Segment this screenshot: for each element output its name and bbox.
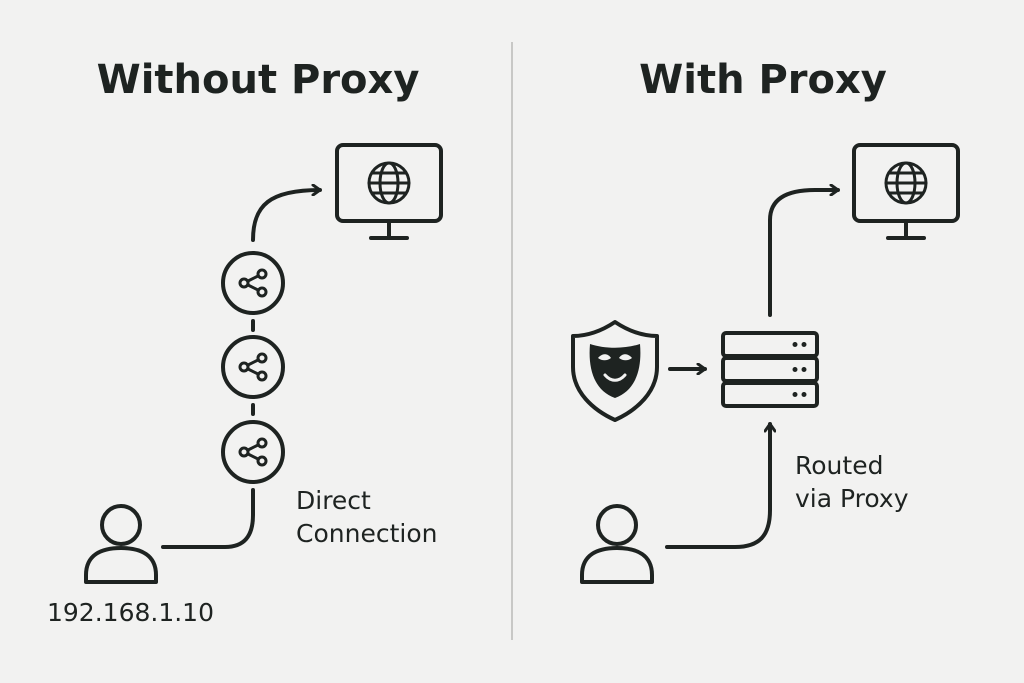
left-panel: Without Proxy (47, 57, 443, 627)
left-panel-title: Without Proxy (97, 57, 420, 103)
masked-shield-icon (571, 320, 659, 422)
share-node-icon (221, 420, 285, 484)
direct-connection-line (161, 488, 255, 549)
right-panel-title: With Proxy (639, 57, 887, 103)
user-ip-address: 192.168.1.10 (47, 598, 214, 627)
direct-arrow-to-target (251, 190, 322, 242)
user-icon (580, 504, 654, 584)
server-stack-icon (721, 331, 819, 408)
globe-monitor-icon (852, 143, 960, 240)
proxy-arrow-to-target (768, 190, 840, 317)
share-node-icon (221, 251, 285, 315)
user-icon (84, 504, 158, 584)
routed-label-line2: via Proxy (795, 484, 909, 513)
globe-monitor-icon (335, 143, 443, 240)
direct-label-line1: Direct (296, 486, 371, 515)
share-node-icon (221, 335, 285, 399)
routed-connection-line (665, 422, 770, 549)
right-panel: With Proxy (571, 57, 960, 584)
routed-label-line1: Routed (795, 451, 883, 480)
direct-label-line2: Connection (296, 519, 437, 548)
